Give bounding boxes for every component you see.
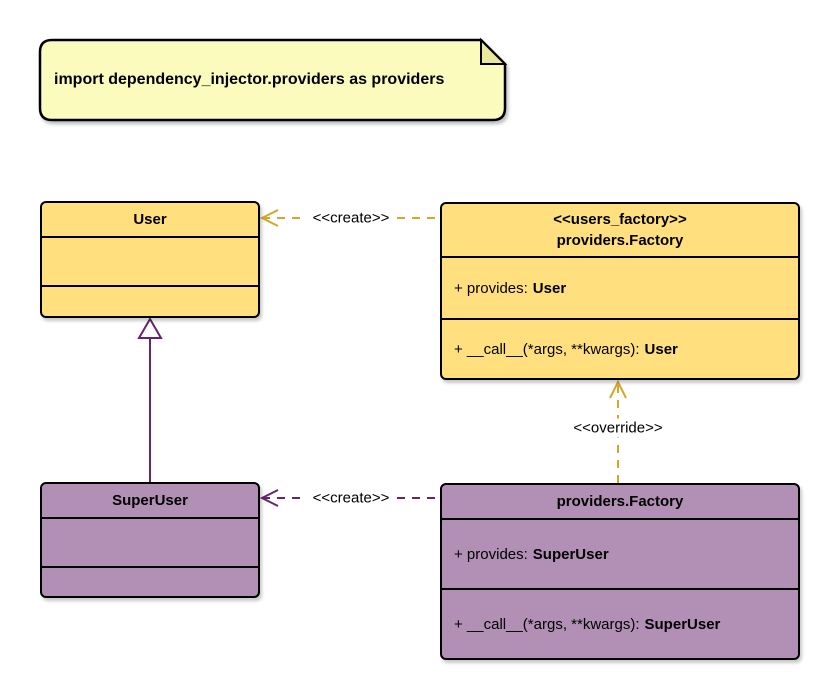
inheritance-triangle-icon [137,317,163,339]
class-users-factory-stereotype: <<users_factory>> [553,211,687,228]
member-label: + provides: [454,279,528,297]
member-type: SuperUser [532,545,609,563]
class-superuser-factory-call-member: + __call__(*args, **kwargs): SuperUser [442,588,798,658]
class-users-factory: <<users_factory>> providers.Factory + pr… [440,202,800,380]
class-users-factory-title: <<users_factory>> providers.Factory [442,204,798,256]
member-label: + provides: [454,545,528,563]
member-label: + __call__(*args, **kwargs): [454,340,640,358]
class-superuser-fields-compartment [42,517,258,566]
class-users-factory-name: providers.Factory [556,232,684,249]
override-arrowhead-icon [609,379,627,399]
class-superuser-factory: providers.Factory + provides: SuperUser … [440,483,800,660]
create-user-edge-label: <<create>> [305,208,397,228]
class-superuser-factory-provides-member: + provides: SuperUser [442,518,798,588]
class-superuser-methods-compartment [42,566,258,596]
member-label: + __call__(*args, **kwargs): [454,615,640,633]
note-shape [38,38,507,122]
class-user: User [40,201,260,318]
create-user-arrowhead-icon [259,209,279,227]
member-type: User [532,279,567,297]
member-type: User [644,340,678,358]
class-user-methods-compartment [42,285,258,316]
note-text: import dependency_injector.providers as … [54,71,445,88]
override-edge-label: <<override>> [566,418,670,438]
class-user-title: User [133,211,167,228]
class-users-factory-provides-member: + provides: User [442,256,798,318]
class-superuser-factory-title: providers.Factory [556,493,684,510]
member-type: SuperUser [644,615,721,633]
class-superuser: SuperUser [40,482,260,598]
note: import dependency_injector.providers as … [40,40,505,120]
create-superuser-arrowhead-icon [259,489,279,507]
note-fold-icon [480,37,508,65]
create-superuser-edge-label: <<create>> [305,488,397,508]
class-users-factory-call-member: + __call__(*args, **kwargs): User [442,318,798,378]
class-superuser-title: SuperUser [112,492,188,509]
class-user-fields-compartment [42,236,258,285]
